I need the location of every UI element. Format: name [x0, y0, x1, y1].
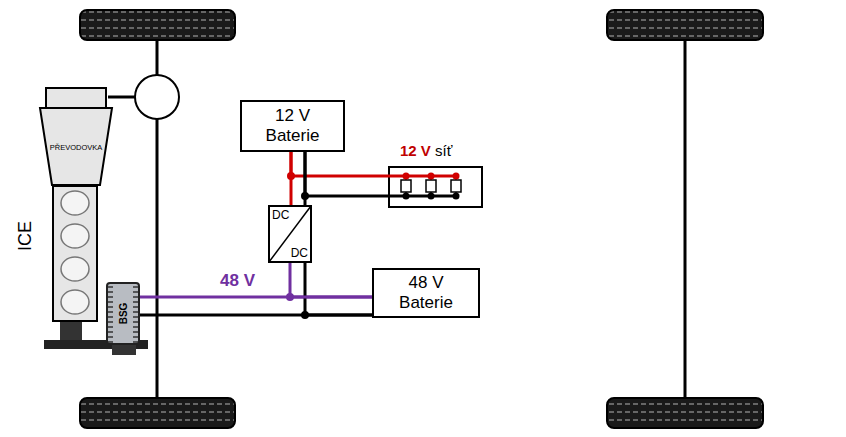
wheel [80, 398, 235, 428]
load-network: 12 V síť [388, 166, 483, 208]
node-text: DC [272, 208, 289, 222]
wire [140, 314, 372, 317]
node-text: DC [291, 246, 308, 260]
wheel [80, 10, 235, 40]
wire [290, 263, 372, 297]
node-text: BSG [116, 292, 131, 336]
wheel [607, 398, 763, 428]
battery-box: 48 V Baterie [372, 268, 480, 318]
dc-dc-converter: DC DC [268, 205, 312, 263]
belt-starter-generator: BSG [106, 282, 140, 345]
node-text: ICE [14, 216, 36, 256]
node-text: 48 V Baterie [382, 273, 470, 312]
wheel [607, 10, 763, 40]
wire [305, 263, 372, 315]
node-outline [52, 185, 98, 322]
network-name: síť [435, 142, 452, 159]
battery-box: 12 V Baterie [240, 100, 345, 152]
rear-axle [684, 38, 687, 400]
drive-shaft [108, 96, 136, 99]
voltage-label: 12 V [400, 142, 431, 159]
differential [135, 75, 179, 119]
network-label: 12 V síť [398, 142, 454, 159]
wire [304, 152, 307, 205]
node-outline [388, 166, 483, 208]
wire-label: 48 V [218, 271, 257, 291]
node-text: 12 V Baterie [250, 106, 335, 145]
wire [305, 152, 388, 196]
bsg-pulley [112, 345, 136, 355]
wire [290, 152, 293, 205]
wire [140, 296, 372, 299]
engine-block: ICE [52, 185, 98, 322]
node-text: PŘEVODOVKA [40, 143, 112, 152]
gearbox: PŘEVODOVKA [40, 88, 112, 186]
engine-mount [60, 320, 82, 340]
node-outline [40, 88, 112, 186]
